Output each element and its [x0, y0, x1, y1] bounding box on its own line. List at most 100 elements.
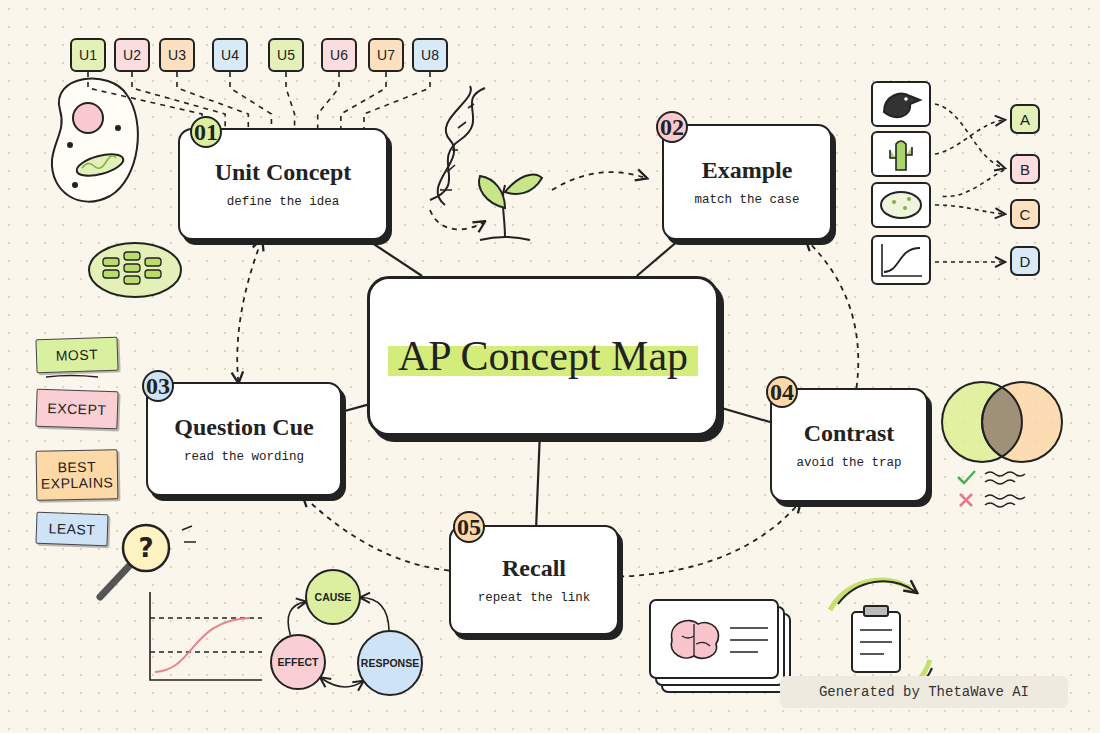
seedling	[505, 174, 542, 193]
cue-note-text: LEAST	[48, 520, 95, 538]
step-number: 03	[142, 370, 174, 402]
animal-cell	[82, 156, 116, 169]
flashcards	[650, 600, 790, 692]
magnifier	[123, 525, 169, 571]
cue-note: MOST	[35, 337, 118, 374]
cue-note: LEAST	[35, 512, 108, 546]
example-icons	[890, 141, 912, 170]
unit-tag: U2	[114, 38, 150, 72]
seedling	[430, 210, 484, 229]
question-mark: ?	[130, 532, 162, 564]
connector	[237, 240, 261, 382]
cue-note: BEST EXPLAINS	[36, 449, 119, 500]
connector	[88, 72, 202, 128]
seedling	[430, 172, 646, 240]
cycle-circle: EFFECT	[270, 634, 326, 690]
concept-box-hint: repeat the link	[478, 591, 591, 605]
connector	[536, 436, 540, 525]
answer-choice-text: D	[1020, 253, 1031, 270]
unit-tag: U7	[368, 38, 404, 72]
connector	[303, 496, 449, 571]
matching-arrows	[935, 261, 1004, 263]
example-icons	[872, 82, 930, 284]
connector	[321, 678, 363, 687]
connector	[342, 405, 367, 412]
unit-tag-text: U6	[330, 47, 348, 63]
concept-box: Contrastavoid the trap04	[770, 388, 928, 502]
chloroplast	[145, 258, 161, 266]
example-icons	[882, 244, 922, 276]
animal-cell	[74, 150, 125, 180]
unit-tag-text: U2	[123, 47, 141, 63]
cycle-circle: CAUSE	[305, 569, 361, 625]
unit-tag-text: U4	[221, 47, 239, 63]
concept-box-hint: define the idea	[227, 195, 340, 209]
chloroplast	[145, 270, 161, 278]
matching-arrows	[935, 205, 1004, 214]
chloroplast	[89, 243, 181, 297]
answer-choice: C	[1010, 199, 1040, 229]
step-number-text: 03	[146, 373, 170, 399]
unit-tag: U6	[321, 38, 357, 72]
concept-box-hint: read the wording	[184, 450, 304, 464]
chloroplast	[103, 270, 119, 278]
connector	[286, 72, 295, 128]
concept-box: Examplematch the case02	[662, 124, 832, 240]
example-icons	[872, 183, 930, 227]
answer-choice-text: B	[1020, 161, 1030, 178]
review-cycle	[852, 612, 900, 672]
cue-note: EXCEPT	[35, 389, 118, 430]
step-number: 02	[656, 111, 688, 143]
sigmoid-graph	[150, 592, 262, 680]
concept-box-hint: match the case	[694, 193, 799, 207]
concept-box-text: Unit Concept	[215, 159, 352, 185]
connector	[364, 72, 430, 128]
note-underline	[46, 376, 98, 378]
matching-arrows	[935, 104, 1004, 262]
unit-tag-text: U7	[377, 47, 395, 63]
venn-diagram	[982, 387, 1022, 456]
matching-arrows	[935, 104, 1004, 168]
watermark: Generated by ThetaWave AI	[780, 676, 1068, 708]
review-cycle	[838, 581, 916, 604]
animal-cell	[68, 143, 72, 147]
step-number: 04	[766, 376, 798, 408]
unit-tag: U1	[70, 38, 106, 72]
concept-box: Recallrepeat the link05	[449, 525, 619, 635]
step-number-text: 05	[457, 514, 481, 540]
chloroplast	[124, 276, 140, 284]
chloroplast	[103, 258, 119, 266]
chloroplast	[124, 264, 140, 272]
unit-tag: U4	[212, 38, 248, 72]
example-icons	[904, 97, 908, 101]
step-number-text: 01	[194, 119, 218, 145]
flashcards	[730, 628, 768, 652]
chloroplast	[89, 243, 181, 297]
concept-box: Unit Conceptdefine the idea01	[178, 128, 388, 240]
example-icons	[884, 248, 920, 272]
connector	[361, 598, 389, 631]
example-icons	[881, 192, 921, 218]
concept-box-text: Contrast	[804, 420, 895, 446]
concept-box-text: Question Cue	[174, 414, 313, 440]
magnifier	[100, 565, 130, 597]
connector	[806, 240, 858, 388]
unit-tag-text: U8	[421, 47, 439, 63]
cycle-circle-text: CAUSE	[315, 591, 352, 603]
connector	[637, 240, 679, 276]
seedling	[479, 176, 505, 208]
unit-tag: U3	[159, 38, 195, 72]
central-box-text: AP Concept Map	[388, 330, 698, 382]
dna-helix	[440, 104, 474, 190]
venn-diagram	[982, 382, 1062, 462]
example-icons	[884, 94, 920, 117]
matching-arrows	[935, 120, 1004, 154]
answer-choice: D	[1010, 246, 1040, 276]
sigmoid-graph	[155, 618, 250, 672]
flashcards	[650, 600, 778, 678]
unit-tag: U8	[412, 38, 448, 72]
dna-helix	[438, 86, 471, 205]
central-box: AP Concept Map	[367, 276, 719, 436]
venn-diagram	[942, 382, 1022, 462]
connector	[230, 72, 271, 128]
